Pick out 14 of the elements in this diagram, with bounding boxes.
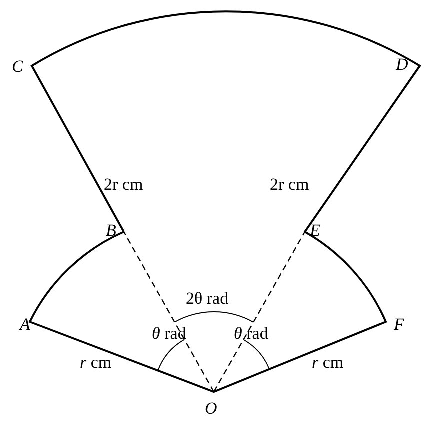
point-label: E <box>310 222 320 239</box>
length-label: 2r cm <box>104 176 144 193</box>
length-label: r cm <box>312 354 344 371</box>
angle-label: 2θ rad <box>186 290 229 307</box>
point-label: F <box>394 316 404 333</box>
point-label: O <box>205 400 218 417</box>
angle-label: θ rad <box>234 325 268 342</box>
point-label: A <box>20 316 30 333</box>
angle-label: θ rad <box>152 325 186 342</box>
length-label: r cm <box>80 354 112 371</box>
length-label: 2r cm <box>270 176 310 193</box>
point-label: B <box>106 222 116 239</box>
point-label: C <box>12 58 24 75</box>
point-label: D <box>396 56 408 73</box>
